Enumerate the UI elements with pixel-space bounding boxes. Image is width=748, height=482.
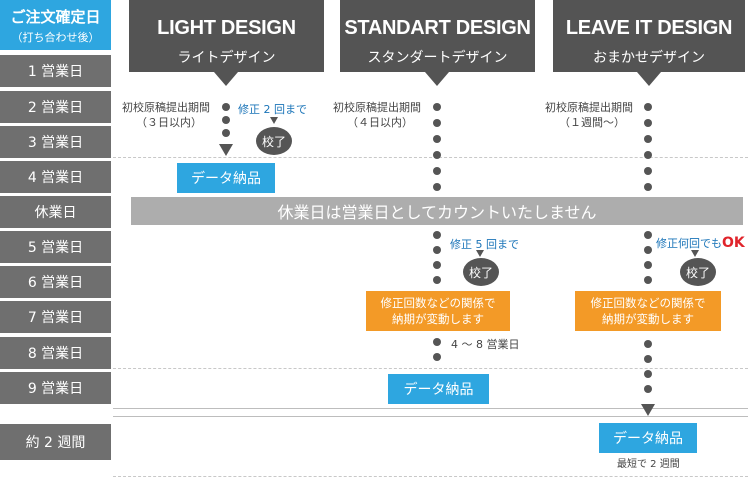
timeline-dot (222, 129, 230, 137)
row-label-day2: 2 営業日 (0, 91, 111, 123)
small-arrow-icon (691, 250, 699, 257)
standard-change-line1: 修正回数などの関係で (380, 296, 496, 310)
light-data-delivery: データ納品 (177, 163, 275, 193)
row-label-day8: 8 営業日 (0, 337, 111, 369)
timeline-dot (644, 103, 652, 111)
timeline-dot (433, 231, 441, 239)
plan-title-standard-ja: スタンダートデザイン (367, 50, 508, 66)
standard-data-delivery: データ納品 (388, 374, 489, 404)
leave-shortest-note: 最短で 2 週間 (617, 459, 680, 470)
timeline-dot (644, 183, 652, 191)
standard-proof-badge: 校了 (463, 258, 499, 286)
small-arrow-icon (270, 117, 278, 124)
leave-first-draft-period: （１週間〜） (559, 116, 625, 129)
order-confirmed-cell: ご注文確定日 （打ち合わせ後） (0, 0, 111, 50)
leave-first-draft-label: 初校原稿提出期間 (545, 101, 633, 114)
leave-change-line1: 修正回数などの関係で (590, 296, 706, 310)
leave-change-line2: 納期が変動します (602, 312, 694, 326)
row-label-holiday: 休業日 (0, 196, 111, 228)
timeline-dot (433, 103, 441, 111)
timeline-dot (644, 340, 652, 348)
timeline-dot (644, 167, 652, 175)
leave-revision-limit: 修正何回でもOK (656, 235, 745, 251)
timeline-dot (433, 276, 441, 284)
small-arrow-icon (476, 250, 484, 257)
plan-title-light-en: LIGHT DESIGN (157, 17, 296, 39)
row-separator (113, 416, 748, 417)
plan-header-standard: STANDART DESIGN スタンダートデザイン (340, 0, 535, 86)
holiday-band: 休業日は営業日としてカウントいたしません (131, 197, 743, 225)
timeline-dot (644, 119, 652, 127)
timeline-dot (433, 151, 441, 159)
standard-revision-limit: 修正 5 回まで (450, 238, 519, 251)
standard-first-draft-label: 初校原稿提出期間 (333, 101, 421, 114)
row-label-day4: 4 営業日 (0, 161, 111, 193)
timeline-dot (644, 261, 652, 269)
light-first-draft-period: （３日以内） (136, 116, 202, 129)
standard-first-draft-period: （４日以内） (347, 116, 413, 129)
arrow-down-icon (219, 144, 233, 156)
row-separator (113, 408, 748, 409)
timeline-dot (433, 183, 441, 191)
light-revision-limit: 修正 2 回まで (238, 103, 307, 116)
order-confirmed-sub: （打ち合わせ後） (11, 30, 100, 44)
arrow-down-icon (641, 404, 655, 416)
timeline-dot (644, 355, 652, 363)
standard-schedule-change-note: 修正回数などの関係で 納期が変動します (366, 291, 510, 331)
timeline-dot (644, 135, 652, 143)
timeline-dot (433, 353, 441, 361)
timeline-dot (644, 231, 652, 239)
light-proof-badge: 校了 (256, 127, 292, 155)
timeline-dot (644, 246, 652, 254)
timeline-dot (433, 261, 441, 269)
row-label-day7: 7 営業日 (0, 301, 111, 333)
row-label-day3: 3 営業日 (0, 126, 111, 158)
plan-title-leave-en: LEAVE IT DESIGN (565, 17, 733, 39)
timeline-dot (644, 276, 652, 284)
row-separator (113, 157, 748, 158)
timeline-dot (644, 151, 652, 159)
leave-schedule-change-note: 修正回数などの関係で 納期が変動します (575, 291, 721, 331)
plan-header-leave: LEAVE IT DESIGN おまかせデザイン (553, 0, 745, 86)
leave-revision-text: 修正何回でも (656, 237, 722, 250)
row-label-day6: 6 営業日 (0, 266, 111, 298)
plan-title-light-ja: ライトデザイン (177, 50, 276, 66)
plan-title-leave-ja: おまかせデザイン (593, 50, 705, 66)
timeline-dot (433, 338, 441, 346)
timeline-dot (222, 116, 230, 124)
order-confirmed-title: ご注文確定日 (10, 7, 101, 26)
timeline-dot (433, 119, 441, 127)
row-label-day5: 5 営業日 (0, 231, 111, 263)
row-label-day9: 9 営業日 (0, 372, 111, 404)
timeline-dot (222, 103, 230, 111)
leave-proof-badge: 校了 (680, 258, 716, 286)
plan-header-light: LIGHT DESIGN ライトデザイン (129, 0, 324, 86)
light-first-draft-label: 初校原稿提出期間 (122, 101, 210, 114)
leave-revision-ok: OK (722, 235, 745, 251)
standard-days-range: 4 〜 8 営業日 (451, 338, 520, 351)
row-label-day1: 1 営業日 (0, 55, 111, 87)
timeline-dot (433, 167, 441, 175)
row-separator (113, 368, 748, 369)
standard-change-line2: 納期が変動します (392, 312, 484, 326)
row-label-two-weeks: 約 2 週間 (0, 424, 111, 460)
timeline-dot (644, 370, 652, 378)
plan-title-standard-en: STANDART DESIGN (344, 17, 531, 39)
row-separator (113, 476, 748, 477)
timeline-dot (644, 385, 652, 393)
timeline-dot (433, 246, 441, 254)
timeline-dot (433, 135, 441, 143)
leave-data-delivery: データ納品 (599, 423, 697, 453)
